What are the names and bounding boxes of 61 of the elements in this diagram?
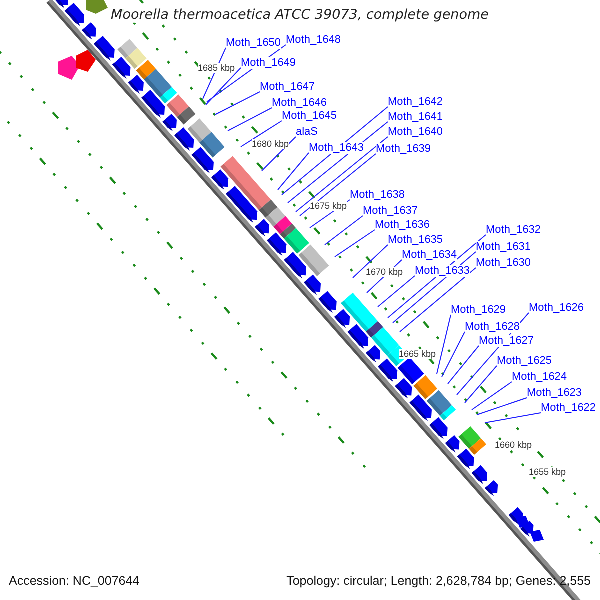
tick-label: 1655 kbp — [529, 467, 566, 477]
gene-label: Moth_1643 — [309, 142, 364, 154]
gene-label: Moth_1628 — [465, 321, 520, 333]
gene-label: Moth_1622 — [541, 402, 596, 414]
leader-line — [476, 398, 528, 416]
gene-label: Moth_1630 — [476, 257, 532, 269]
gene-label: Moth_1629 — [451, 304, 506, 316]
gene-label: Moth_1624 — [512, 371, 568, 383]
gene-label: Moth_1646 — [272, 97, 328, 109]
gene-label: Moth_1634 — [402, 249, 458, 261]
gene-label: Moth_1625 — [497, 355, 552, 367]
gene-label: Moth_1632 — [486, 224, 542, 236]
gene-label: Moth_1626 — [529, 302, 584, 314]
gene-label: Moth_1645 — [282, 110, 338, 122]
leader-line — [352, 244, 388, 278]
leader-line — [240, 120, 282, 148]
gene-label: Moth_1642 — [388, 96, 444, 108]
leader-line — [334, 230, 376, 258]
tick-label: 1665 kbp — [399, 349, 436, 359]
gene-label: Moth_1640 — [388, 126, 444, 138]
gene-label: Moth_1641 — [388, 111, 444, 123]
gene-label: alaS — [296, 126, 318, 138]
gene-label: Moth_1627 — [479, 335, 534, 347]
leader-line — [484, 412, 542, 424]
gene-label: Moth_1647 — [260, 81, 316, 93]
leader-line — [324, 216, 364, 246]
leader-line — [472, 382, 512, 410]
gene-label: Moth_1631 — [476, 241, 532, 253]
gene-label: Moth_1636 — [375, 219, 430, 231]
tick-label: 1660 kbp — [495, 440, 532, 450]
leader-line — [228, 108, 272, 132]
tick-label: 1685 kbp — [198, 63, 236, 73]
leader-line — [388, 234, 486, 318]
gene-label: Moth_1633 — [415, 265, 470, 277]
leader-line — [214, 92, 260, 116]
title: Moorella thermoacetica ATCC 39073, complete genome — [109, 7, 491, 23]
leader-line — [436, 314, 452, 374]
leader-line — [464, 366, 498, 404]
accession-text: Accession: NC_007644 — [9, 574, 140, 588]
gene-label: Moth_1635 — [388, 234, 444, 246]
gene-label: Moth_1637 — [363, 205, 418, 217]
tick-label: 1675 kbp — [310, 201, 348, 211]
leader-line — [278, 152, 310, 190]
tick-label: 1670 kbp — [366, 267, 404, 277]
tick-label: 1680 kbp — [252, 139, 290, 149]
leader-line — [378, 276, 416, 308]
leader-line — [206, 68, 242, 106]
leader-line — [400, 268, 476, 332]
leader-line — [282, 106, 388, 196]
gene-label: Moth_1639 — [376, 143, 432, 155]
gene-label: Moth_1650 — [226, 37, 282, 49]
leader-line — [300, 154, 376, 216]
gene-label: Moth_1649 — [241, 57, 296, 69]
gene-label: Moth_1638 — [350, 189, 406, 201]
genome-stats-text: Topology: circular; Length: 2,628,784 bp; Genes: 2,555 — [286, 574, 591, 588]
leader-line — [448, 346, 480, 384]
leader-line — [442, 332, 466, 378]
leader-line — [262, 136, 296, 172]
gene-label: Moth_1623 — [527, 387, 582, 399]
gene-label: Moth_1648 — [286, 34, 342, 46]
leader-line — [296, 136, 388, 212]
